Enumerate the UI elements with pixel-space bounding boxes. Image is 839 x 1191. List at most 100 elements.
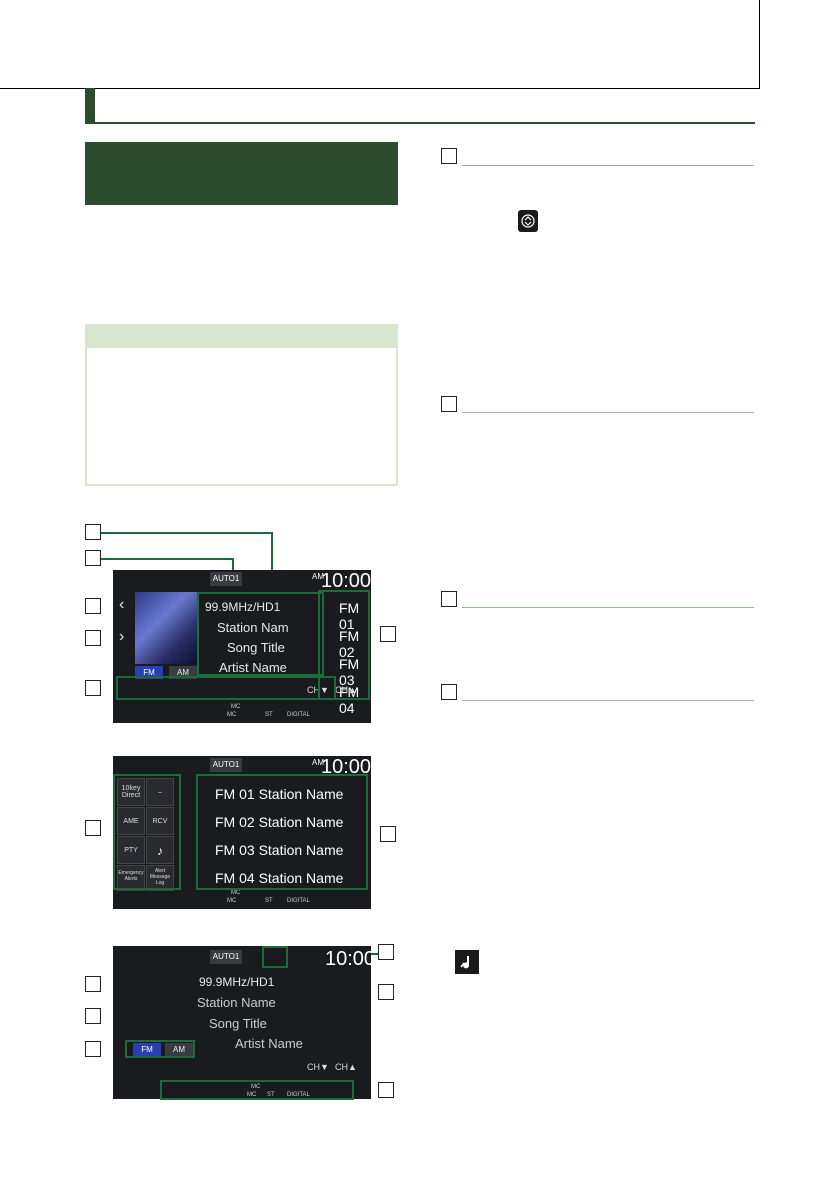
item-rule xyxy=(462,412,754,413)
song-title: Song Title xyxy=(227,640,285,655)
channel-down-button[interactable]: CH▼ xyxy=(307,1062,329,1072)
crop-mark-horizontal xyxy=(0,88,760,89)
chevron-left-icon[interactable]: ‹ xyxy=(119,596,125,613)
channel-up-button[interactable]: CH▲ xyxy=(335,1062,357,1072)
crop-mark-vertical xyxy=(759,0,760,89)
artist-name: Artist Name xyxy=(235,1036,303,1051)
callout-number xyxy=(85,680,101,696)
preset-row-1[interactable]: FM 01 Station Name xyxy=(215,786,344,802)
pty-button[interactable]: PTY xyxy=(117,836,145,864)
note-box xyxy=(85,324,398,486)
callout-number xyxy=(380,826,396,842)
band-am-button[interactable]: AM xyxy=(165,1043,193,1056)
status-digital: DIGITAL xyxy=(287,1092,310,1098)
callout-number xyxy=(85,630,101,646)
status-mc-top: MC xyxy=(251,1084,261,1090)
item-number-box xyxy=(441,396,457,412)
callout-number xyxy=(378,1082,394,1098)
status-st: ST xyxy=(267,1092,275,1098)
seek-mode-badge[interactable]: AUTO1 xyxy=(210,572,242,586)
function-callout xyxy=(113,774,181,890)
callout-number xyxy=(85,524,101,540)
ame-button[interactable]: AME xyxy=(117,807,145,835)
status-mc: MC xyxy=(247,1092,257,1098)
callout-number xyxy=(85,976,101,992)
status-mc-top: MC xyxy=(231,704,241,710)
note-box-header xyxy=(87,326,396,348)
status-digital: DIGITAL xyxy=(287,898,310,904)
clock: 10:00 xyxy=(321,756,371,778)
band-fm-button[interactable]: FM xyxy=(135,666,163,679)
preset-row-2[interactable]: FM 02 Station Name xyxy=(215,814,344,830)
callout-number xyxy=(85,820,101,836)
seek-mode-icon xyxy=(518,210,538,232)
emergency-alerts-button[interactable]: Emergency Alerts xyxy=(117,865,145,891)
leader-line xyxy=(101,532,273,534)
preset-fm03[interactable]: FM 03 xyxy=(339,656,360,688)
preset-fm04[interactable]: FM 04 xyxy=(339,684,360,716)
radio-screen-2: AUTO1 AM 10:00 10key Direct – AME RCV PT… xyxy=(113,756,371,909)
hd-icon-callout xyxy=(262,946,288,968)
callout-number xyxy=(378,944,394,960)
seek-mode-badge[interactable]: AUTO1 xyxy=(210,758,242,772)
item-number-box xyxy=(441,591,457,607)
seek-mode-badge[interactable]: AUTO1 xyxy=(210,950,242,964)
clock-ampm: AM xyxy=(312,572,324,581)
band-fm-button[interactable]: FM xyxy=(133,1043,161,1056)
frequency-label: 99.9MHz/HD1 xyxy=(199,975,275,989)
tenkey-direct-button[interactable]: 10key Direct xyxy=(117,778,145,806)
callout-number xyxy=(380,626,396,642)
radio-screen-1: AUTO1 AM 10:00 ‹ › FM AM 99.9MHz/HD1 Sta… xyxy=(113,570,371,723)
info-callout xyxy=(197,592,324,676)
controls-callout xyxy=(116,676,336,700)
preset-row-4[interactable]: FM 04 Station Name xyxy=(215,870,344,886)
preset-row-3[interactable]: FM 03 Station Name xyxy=(215,842,344,858)
item-number-box xyxy=(441,148,457,164)
item-rule xyxy=(462,165,754,166)
clock: 10:00 xyxy=(325,948,371,970)
item-rule xyxy=(462,700,754,701)
chapter-header-marker xyxy=(85,88,95,124)
artist-name: Artist Name xyxy=(219,660,287,675)
callout-number xyxy=(378,984,394,1000)
station-name: Station Name xyxy=(197,995,276,1010)
preset-list-callout xyxy=(196,774,368,890)
callout-number xyxy=(85,550,101,566)
status-mc-top: MC xyxy=(231,890,241,896)
preset-callout xyxy=(318,590,370,700)
leader-line xyxy=(271,532,273,594)
callout-number xyxy=(85,598,101,614)
status-st: ST xyxy=(265,712,273,718)
tag-music-icon xyxy=(455,950,479,974)
status-mc: MC xyxy=(227,712,237,718)
album-art xyxy=(135,592,197,664)
band-am-button[interactable]: AM xyxy=(169,666,197,679)
channel-up-button[interactable]: CH▲ xyxy=(335,685,357,695)
frequency-label: 99.9MHz/HD1 xyxy=(205,600,281,614)
leader-line xyxy=(232,558,234,570)
chapter-header-bar xyxy=(85,88,755,124)
song-title: Song Title xyxy=(209,1016,267,1031)
minus-button[interactable]: – xyxy=(146,778,174,806)
band-callout xyxy=(125,1040,195,1058)
status-st: ST xyxy=(265,898,273,904)
callout-number xyxy=(85,1008,101,1024)
preset-fm01[interactable]: FM 01 xyxy=(339,600,360,632)
alert-message-log-button[interactable]: Alert Message Log xyxy=(146,865,174,891)
preset-fm02[interactable]: FM 02 xyxy=(339,628,360,660)
rcv-button[interactable]: RCV xyxy=(146,807,174,835)
section-title-block xyxy=(85,142,398,205)
channel-down-button[interactable]: CH▼ xyxy=(307,685,329,695)
callout-number xyxy=(85,1041,101,1057)
leader-line xyxy=(101,558,234,560)
chevron-right-icon[interactable]: › xyxy=(119,628,125,645)
radio-screen-3: AUTO1 10:00 99.9MHz/HD1 Station Name Son… xyxy=(113,946,371,1099)
status-mc: MC xyxy=(227,898,237,904)
item-rule xyxy=(462,607,754,608)
clock: 10:00 xyxy=(321,570,371,592)
tag-button[interactable]: ♪ xyxy=(146,836,174,864)
clock-ampm: AM xyxy=(312,758,324,767)
status-digital: DIGITAL xyxy=(287,712,310,718)
item-number-box xyxy=(441,684,457,700)
status-callout xyxy=(160,1080,354,1100)
